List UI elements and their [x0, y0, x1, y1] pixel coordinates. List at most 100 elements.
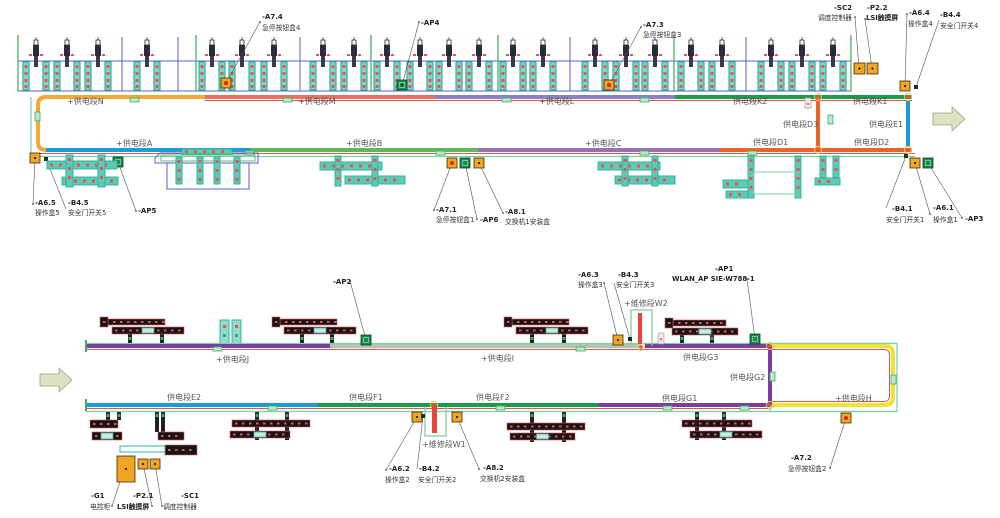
- station-marker: [44, 65, 48, 68]
- station-marker: [86, 65, 90, 68]
- junction-dot: [432, 403, 436, 407]
- station-marker: [710, 72, 714, 75]
- station-marker: [501, 79, 505, 82]
- machine-marker: [275, 433, 278, 436]
- machine-marker: [168, 449, 171, 451]
- machine-marker: [569, 435, 572, 438]
- robot-body-icon: [384, 45, 390, 56]
- teal-marker: [796, 177, 800, 180]
- robot-body-icon: [799, 45, 805, 56]
- robot-cell: [271, 316, 357, 344]
- leg-marker: [285, 414, 289, 417]
- station-marker: [487, 65, 491, 68]
- robot-marker: [506, 54, 509, 56]
- station: [465, 37, 493, 91]
- station-marker: [679, 65, 683, 68]
- robot-marker: [235, 54, 238, 56]
- station-marker: [710, 79, 714, 82]
- station-marker: [311, 72, 315, 75]
- machine-marker: [308, 329, 311, 332]
- device-p2-1: -P2.1 LSI触摸屏: [117, 458, 154, 511]
- machine-marker: [692, 322, 695, 324]
- teal-marker: [645, 178, 648, 182]
- machine-marker: [298, 422, 301, 425]
- robot-marker: [413, 54, 416, 56]
- station-marker: [106, 72, 110, 75]
- device-tag: -A7.3: [643, 21, 664, 29]
- machine-marker: [277, 422, 280, 425]
- robot-arm-icon: [272, 56, 276, 67]
- rail-segment-n: [36, 95, 205, 152]
- station-column: [485, 61, 493, 91]
- robot-cell: [681, 411, 763, 440]
- teal-marker: [366, 178, 369, 182]
- machine-marker: [559, 321, 562, 323]
- station-marker: [75, 85, 79, 88]
- robot-head-icon: [271, 39, 277, 46]
- station-marker: [44, 85, 48, 88]
- device-desc: 交换机2安装盒: [480, 474, 525, 483]
- rail-segment-h: [770, 344, 895, 407]
- station-marker: [551, 72, 555, 75]
- device-ap6: -AP6: [459, 157, 498, 224]
- robot-body-icon: [320, 45, 326, 56]
- station-marker: [679, 85, 683, 88]
- device-ap3: -AP3: [922, 157, 983, 223]
- teal-marker: [637, 164, 640, 168]
- machine-marker: [749, 433, 752, 436]
- robot-marker: [684, 54, 687, 56]
- station-column: [465, 61, 473, 91]
- device-b4-1: -B4.1 安全门开关1: [885, 154, 924, 224]
- machine-marker: [693, 433, 696, 436]
- machine-bar: [667, 319, 727, 327]
- machine-marker: [334, 321, 337, 323]
- teal-marker: [177, 169, 181, 172]
- machine-marker: [727, 422, 730, 425]
- segment-label-j: +供电段J: [216, 354, 249, 364]
- machine-marker: [285, 321, 288, 323]
- device-desc: LSI触摸屏: [117, 502, 149, 511]
- machine-center: [719, 431, 733, 438]
- station-marker: [457, 72, 461, 75]
- safety-door-switch: [421, 414, 425, 418]
- station-marker: [583, 79, 587, 82]
- device-a7-1: -A7.1 急停按钮盒1: [433, 157, 474, 224]
- machine-marker: [171, 329, 174, 332]
- station-column: [42, 61, 50, 91]
- device-tag: -B4.5: [68, 199, 89, 207]
- station-marker: [262, 79, 266, 82]
- station-marker: [106, 65, 110, 68]
- station-marker: [603, 65, 607, 68]
- device-desc: 电控柜: [90, 502, 111, 511]
- robot-arm-icon: [352, 56, 356, 67]
- station-marker: [395, 72, 399, 75]
- station-marker: [531, 72, 535, 75]
- machine-marker: [242, 422, 245, 425]
- station-marker: [282, 85, 286, 88]
- station-marker: [375, 65, 379, 68]
- device-tag: -B4.1: [892, 205, 913, 213]
- station: [53, 37, 81, 91]
- robot-marker: [775, 54, 778, 56]
- station-marker: [311, 79, 315, 82]
- segment-label-c: +供电段C: [585, 138, 622, 148]
- segment-label-g3: 供电段G3: [683, 352, 718, 362]
- robot-head-icon: [476, 39, 482, 46]
- access-point-box: [749, 333, 761, 345]
- station-column: [153, 61, 161, 91]
- leg-marker: [562, 414, 566, 417]
- machine-marker: [305, 422, 308, 425]
- segment-label-d1: 供电段D1: [753, 137, 788, 147]
- station: [788, 37, 816, 91]
- teal-marker: [646, 164, 649, 168]
- machine-marker: [336, 329, 339, 332]
- station: [133, 37, 161, 91]
- machine-marker: [327, 321, 330, 323]
- teal-marker: [59, 163, 62, 167]
- device-desc: WLAN_AP SIE-W788-1: [672, 275, 755, 283]
- station-marker: [55, 72, 59, 75]
- teal-marker: [110, 179, 113, 183]
- safety-door-switch: [44, 157, 48, 161]
- machine-bar: [681, 419, 753, 428]
- station-marker: [200, 65, 204, 68]
